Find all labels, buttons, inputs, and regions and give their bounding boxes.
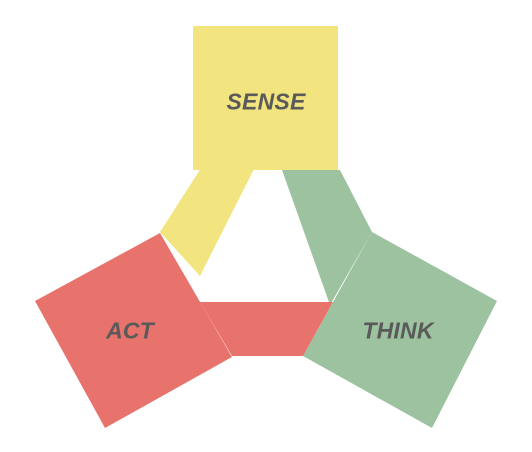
act-arm bbox=[200, 302, 333, 356]
sense-arm bbox=[160, 165, 255, 276]
act-block bbox=[35, 233, 232, 428]
act-label: ACT bbox=[106, 317, 154, 344]
sense-block bbox=[193, 26, 338, 170]
think-label: THINK bbox=[362, 317, 434, 344]
sense-label: SENSE bbox=[226, 88, 306, 115]
think-block bbox=[303, 232, 497, 428]
think-arm bbox=[282, 170, 372, 305]
